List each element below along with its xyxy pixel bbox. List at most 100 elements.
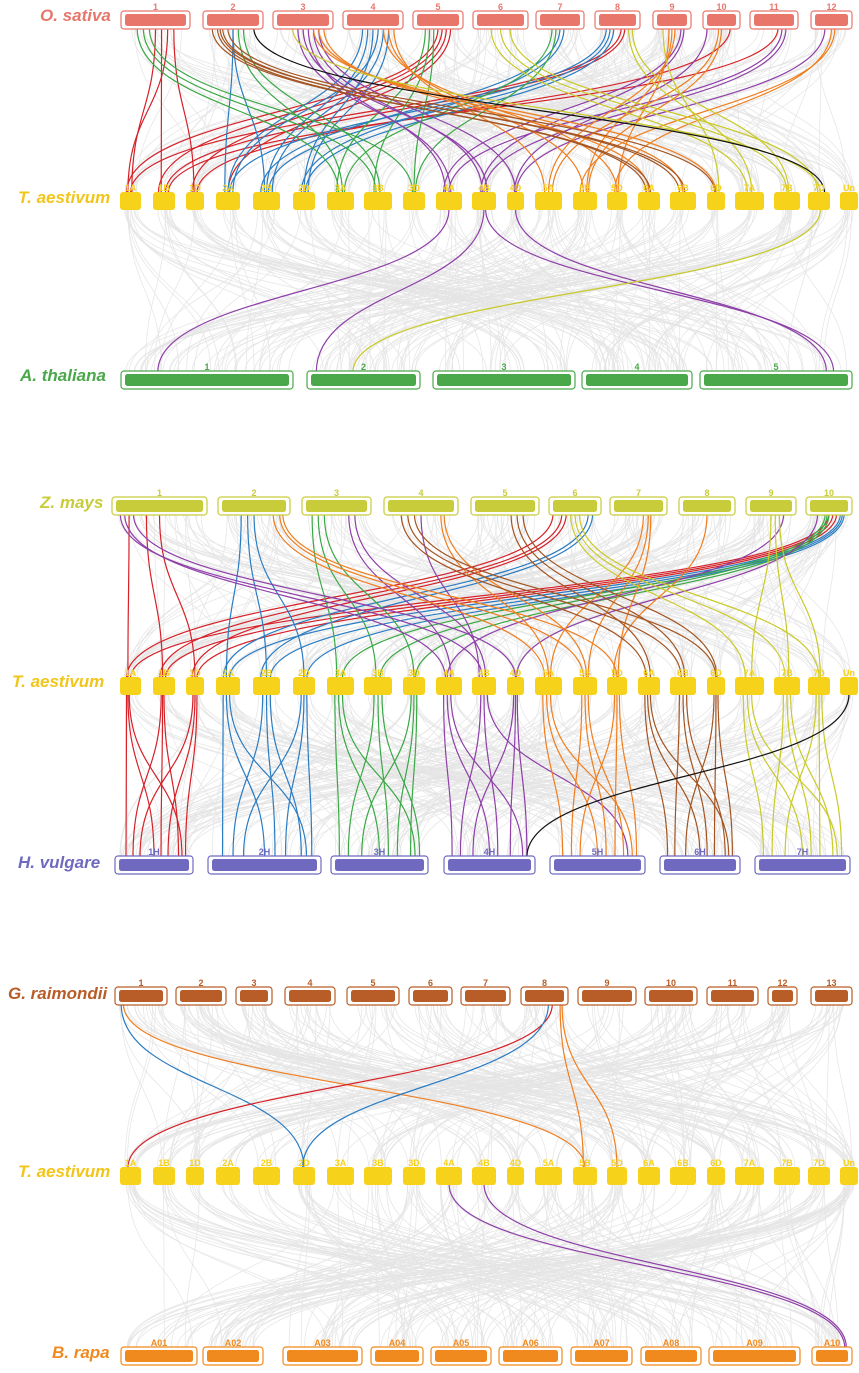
- chromosome-5A: 5A: [535, 183, 562, 210]
- chromosome-label: 7B: [781, 1158, 793, 1168]
- chromosome-label: 2A: [222, 668, 234, 678]
- chromosome-label: 9: [604, 978, 609, 988]
- chromosome-label: 7H: [797, 847, 809, 857]
- chromosome-outline: [840, 677, 858, 695]
- chromosome-label: 1B: [158, 1158, 170, 1168]
- chromosome-outline: [607, 1167, 627, 1185]
- chromosome-4: 4: [343, 2, 403, 29]
- chromosome-12: 12: [768, 978, 797, 1005]
- chromosome-6B: 6B: [670, 183, 696, 210]
- chromosome-label: A07: [593, 1338, 610, 1348]
- chromosome-label: A02: [225, 1338, 242, 1348]
- chromosome-label: 6D: [710, 183, 722, 193]
- chromosome-body: [649, 990, 693, 1002]
- chromosome-4: 4: [285, 978, 335, 1005]
- chromosome-label: 3D: [408, 183, 420, 193]
- chromosome-label: 5B: [579, 1158, 591, 1168]
- chromosome-body: [815, 14, 848, 26]
- chromosome-3: 3: [433, 362, 575, 389]
- chromosome-outline: [436, 192, 462, 210]
- chromosome-body: [816, 1350, 848, 1362]
- chromosome-label: 6D: [710, 1158, 722, 1168]
- chromosome-label: 5B: [579, 183, 591, 193]
- chromosome-label: 6B: [677, 183, 689, 193]
- chromosome-10: 10: [703, 2, 740, 29]
- chromosome-label: A04: [389, 1338, 406, 1348]
- chromosome-outline: [153, 1167, 175, 1185]
- chromosome-4B: 4B: [472, 1158, 496, 1185]
- species-label-hordeum: H. vulgare: [18, 853, 100, 873]
- chromosome-body: [347, 14, 399, 26]
- chromosome-outline: [774, 677, 800, 695]
- chromosome-6H: 6H: [660, 847, 740, 874]
- chromosome-label: 3: [501, 362, 506, 372]
- chromosome-body: [125, 14, 186, 26]
- chromosome-1D: 1D: [186, 1158, 204, 1185]
- chromosome-label: 7D: [813, 1158, 825, 1168]
- chromosome-label: 4D: [510, 1158, 522, 1168]
- chromosome-outline: [607, 677, 627, 695]
- chromosome-label: 9: [669, 2, 674, 12]
- chromosome-4D: 4D: [507, 183, 524, 210]
- chromosome-label: 3D: [408, 1158, 420, 1168]
- chromosome-2A: 2A: [216, 183, 240, 210]
- chromosome-body: [750, 500, 792, 512]
- chromosome-body: [540, 14, 580, 26]
- chromosome-label: 7: [636, 488, 641, 498]
- chromosome-label: 12: [777, 978, 787, 988]
- chromosome-outline: [364, 1167, 392, 1185]
- chromosome-Un: Un: [840, 668, 858, 695]
- synteny-link-group1: [126, 694, 127, 857]
- chromosome-label: 6D: [710, 668, 722, 678]
- chromosome-label: 7D: [813, 668, 825, 678]
- chromosome-3D: 3D: [403, 1158, 425, 1185]
- chromosome-body: [772, 990, 793, 1002]
- chromosome-3D: 3D: [403, 668, 425, 695]
- chromosome-outline: [364, 192, 392, 210]
- chromosome-8: 8: [521, 978, 568, 1005]
- chromosome-label: 6A: [643, 183, 655, 193]
- chromosome-6D: 6D: [707, 183, 725, 210]
- chromosome-body: [417, 14, 459, 26]
- chromosome-7A: 7A: [735, 183, 764, 210]
- chromosome-3H: 3H: [331, 847, 428, 874]
- chromosome-1B: 1B: [153, 1158, 175, 1185]
- chromosome-outline: [638, 192, 660, 210]
- chromosome-5D: 5D: [607, 668, 627, 695]
- chromosome-6A: 6A: [638, 183, 660, 210]
- chromosome-outline: [607, 192, 627, 210]
- background-link: [513, 1004, 823, 1168]
- background-link: [124, 1004, 676, 1168]
- chromosome-body: [277, 14, 329, 26]
- species-label-triticum-panel3: T. aestivum: [18, 1162, 110, 1182]
- chromosome-outline: [327, 1167, 354, 1185]
- chromosome-outline: [840, 1167, 858, 1185]
- chromosome-A01: A01: [121, 1338, 197, 1365]
- chromosome-label: 4: [307, 978, 312, 988]
- chromosome-outline: [472, 1167, 496, 1185]
- chromosome-outline: [253, 1167, 280, 1185]
- chromosome-label: 9: [768, 488, 773, 498]
- chromosome-8: 8: [595, 2, 640, 29]
- background-link: [801, 694, 847, 857]
- chromosome-label: 5A: [543, 668, 555, 678]
- chromosome-6: 6: [549, 488, 601, 515]
- chromosome-label: 13: [826, 978, 836, 988]
- background-link: [164, 1184, 165, 1348]
- chromosome-1B: 1B: [153, 183, 175, 210]
- chromosome-label: 2A: [222, 1158, 234, 1168]
- chromosome-label: 6B: [677, 1158, 689, 1168]
- chromosome-label: 4: [634, 362, 639, 372]
- chromosome-label: 11: [728, 978, 738, 988]
- chromosome-10: 10: [645, 978, 697, 1005]
- chromosome-2D: 2D: [293, 183, 315, 210]
- chromosome-body: [503, 1350, 558, 1362]
- chromosome-4: 4: [384, 488, 458, 515]
- chromosome-5D: 5D: [607, 1158, 627, 1185]
- chromosome-label: 4H: [484, 847, 496, 857]
- chromosome-label: 5D: [611, 183, 623, 193]
- chromosome-label: 4B: [478, 1158, 490, 1168]
- chromosome-label: 5: [773, 362, 778, 372]
- chromosome-outline: [186, 192, 204, 210]
